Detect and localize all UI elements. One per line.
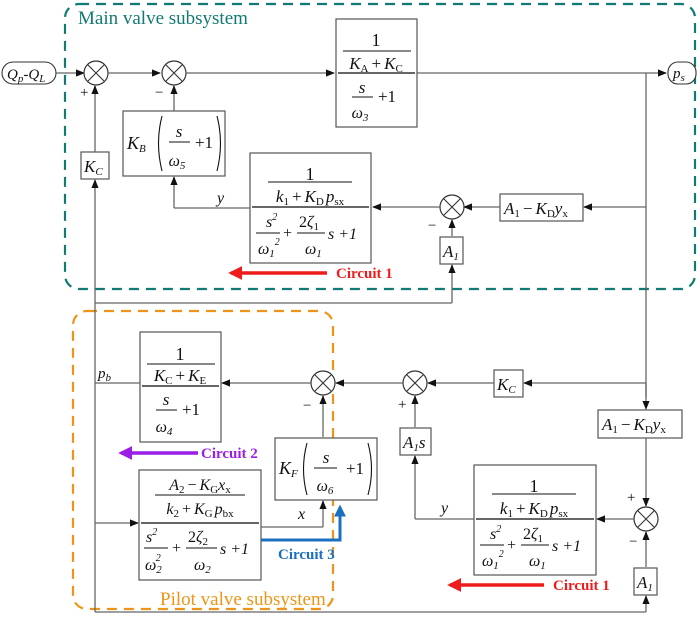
svg-text:2ζ1: 2ζ1 bbox=[523, 526, 543, 545]
sum5-plus-sign: + bbox=[398, 397, 406, 413]
svg-text:s2: s2 bbox=[490, 524, 501, 543]
svg-text:ω1: ω1 bbox=[529, 553, 546, 572]
kc-block-main: KC bbox=[80, 151, 110, 180]
svg-text:s +1: s +1 bbox=[552, 538, 581, 555]
summing-junction-4 bbox=[310, 370, 336, 396]
main-valve-subsystem-label: Main valve subsystem bbox=[78, 8, 248, 29]
svg-text:ω12: ω12 bbox=[482, 549, 504, 572]
svg-text:+1: +1 bbox=[378, 87, 396, 106]
svg-text:+: + bbox=[283, 225, 292, 242]
svg-text:A1−KDyx: A1−KDyx bbox=[503, 199, 568, 220]
svg-text:A1−KDyx: A1−KDyx bbox=[601, 415, 666, 436]
svg-text:s: s bbox=[359, 78, 366, 97]
svg-text:s: s bbox=[176, 122, 183, 141]
svg-text:+1: +1 bbox=[346, 459, 364, 478]
svg-text:ω1: ω1 bbox=[305, 241, 322, 260]
svg-text:2ζ2: 2ζ2 bbox=[188, 529, 208, 548]
svg-text:s +1: s +1 bbox=[220, 541, 249, 558]
signal-y-pilot: y bbox=[439, 500, 449, 517]
circuit-1-label-pilot: Circuit 1 bbox=[553, 578, 610, 594]
circuit-2-label: Circuit 2 bbox=[201, 446, 258, 462]
svg-text:ω4: ω4 bbox=[156, 419, 173, 438]
svg-text:ps: ps bbox=[672, 66, 685, 84]
sum4-minus-sign: − bbox=[303, 398, 311, 414]
circuit-1-label-main: Circuit 1 bbox=[336, 266, 393, 282]
sum3-minus-sign: − bbox=[428, 218, 436, 234]
svg-text:ω22: ω22 bbox=[145, 553, 162, 576]
a1s-block: A1s bbox=[399, 427, 432, 456]
sum6-minus-sign: − bbox=[629, 534, 637, 550]
svg-text:s +1: s +1 bbox=[328, 226, 357, 243]
svg-text:KB: KB bbox=[126, 133, 146, 155]
kf-block: KF s +1 ω6 bbox=[274, 437, 378, 501]
svg-text:s: s bbox=[163, 390, 170, 409]
svg-text:ω3: ω3 bbox=[352, 105, 369, 124]
output-terminal-ps: ps bbox=[667, 61, 697, 85]
svg-text:A2−KGxx: A2−KGxx bbox=[168, 477, 231, 496]
svg-text:KA+KC: KA+KC bbox=[348, 54, 403, 75]
signal-pb: pb bbox=[97, 366, 112, 384]
summing-junction-1 bbox=[83, 60, 109, 86]
summing-junction-3 bbox=[439, 194, 465, 220]
main-valve-subsystem-frame bbox=[63, 2, 697, 291]
circuit-3-label: Circuit 3 bbox=[278, 547, 335, 563]
svg-text:s2: s2 bbox=[266, 212, 277, 231]
svg-text:s2: s2 bbox=[146, 527, 157, 546]
svg-text:ω5: ω5 bbox=[169, 153, 186, 172]
svg-text:2ζ1: 2ζ1 bbox=[299, 214, 319, 233]
svg-text:KC: KC bbox=[83, 157, 103, 178]
svg-text:+: + bbox=[172, 540, 181, 557]
svg-text:A1s: A1s bbox=[402, 433, 426, 454]
kc-block-pilot: KC bbox=[493, 369, 524, 398]
svg-text:KC+KE: KC+KE bbox=[153, 366, 207, 387]
summing-junction-6 bbox=[633, 506, 659, 532]
svg-text:1: 1 bbox=[530, 476, 539, 496]
main-transfer-function-block: 1 KA+KC s +1 ω3 bbox=[335, 18, 418, 128]
sum1-plus-sign: + bbox=[80, 85, 88, 101]
sum2-minus-sign: − bbox=[155, 85, 163, 101]
svg-text:+1: +1 bbox=[182, 400, 200, 419]
svg-text:+1: +1 bbox=[195, 133, 213, 152]
a1-kd-yx-block-main: A1−KDyx bbox=[499, 193, 584, 222]
svg-text:KC: KC bbox=[496, 375, 516, 396]
svg-text:ω6: ω6 bbox=[317, 478, 334, 497]
svg-text:s: s bbox=[323, 448, 330, 467]
kb-block: KB s +1 ω5 bbox=[122, 110, 226, 177]
svg-text:Qp-QL: Qp-QL bbox=[7, 67, 45, 85]
svg-text:ω2: ω2 bbox=[194, 557, 211, 576]
a1-kd-yx-block-pilot: A1−KDyx bbox=[597, 409, 683, 439]
svg-text:1: 1 bbox=[176, 344, 185, 364]
svg-text:1: 1 bbox=[372, 30, 381, 50]
svg-text:A1: A1 bbox=[636, 573, 653, 594]
a1-block-main: A1 bbox=[439, 236, 464, 265]
pilot-transfer-function-block: 1 KC+KE s +1 ω4 bbox=[139, 331, 222, 443]
pilot-valve-subsystem-label: Pilot valve subsystem bbox=[160, 589, 326, 610]
summing-junction-5 bbox=[402, 370, 428, 396]
svg-text:1: 1 bbox=[306, 164, 315, 184]
summing-junction-2 bbox=[161, 60, 187, 86]
sum6-plus-sign: + bbox=[627, 490, 635, 506]
svg-text:+: + bbox=[507, 537, 516, 554]
svg-text:ω12: ω12 bbox=[258, 237, 280, 260]
svg-text:A1: A1 bbox=[442, 242, 459, 263]
signal-x: x bbox=[297, 506, 305, 523]
svg-text:KF: KF bbox=[278, 458, 298, 480]
signal-y-main: y bbox=[215, 190, 225, 207]
input-terminal-qp-ql: Qp-QL bbox=[1, 61, 57, 85]
a1-block-pilot: A1 bbox=[633, 567, 658, 596]
